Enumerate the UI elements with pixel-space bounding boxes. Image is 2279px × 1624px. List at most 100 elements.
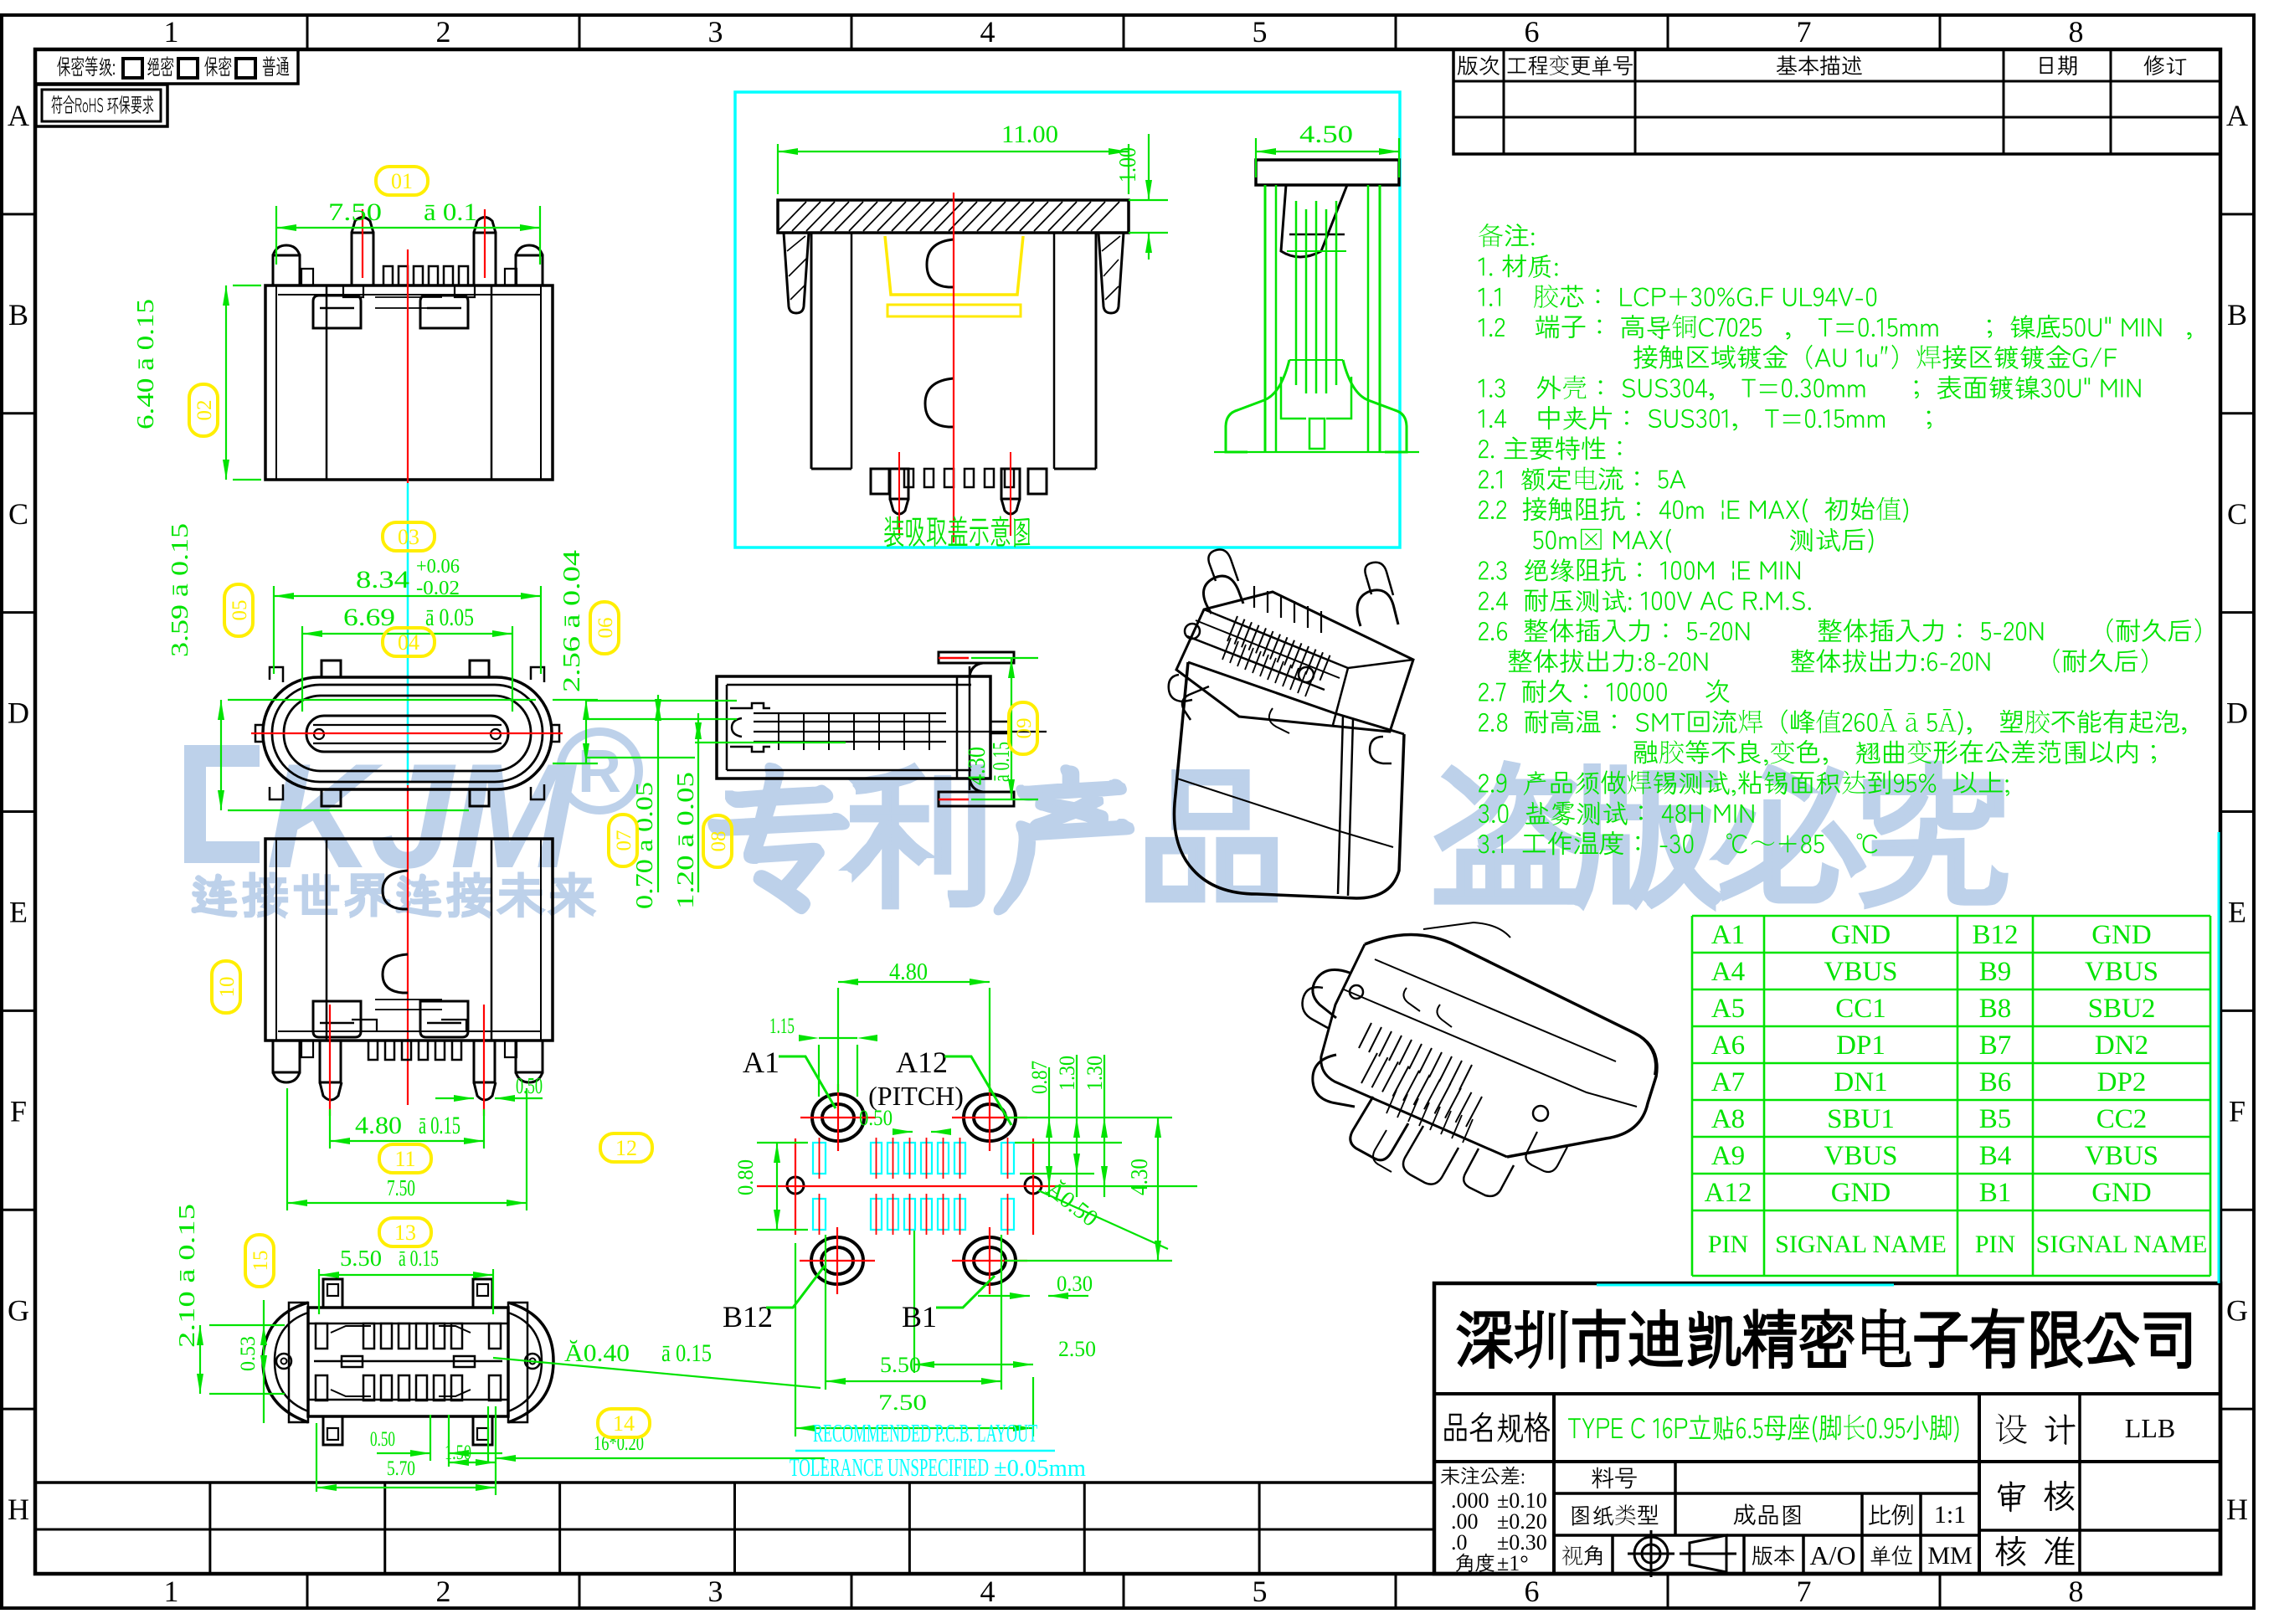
svg-text:±0.10: ±0.10 <box>1497 1488 1547 1513</box>
svg-text:SBU1: SBU1 <box>1827 1104 1895 1134</box>
svg-text:6.40 ā 0.15: 6.40 ā 0.15 <box>132 299 159 429</box>
svg-text:2.10 ā 0.15: 2.10 ā 0.15 <box>174 1204 199 1348</box>
svg-text:2.56 ā 0.04: 2.56 ā 0.04 <box>558 549 585 692</box>
svg-text:ā 0.15: ā 0.15 <box>419 1112 460 1139</box>
svg-text:4: 4 <box>980 15 995 49</box>
svg-text:01: 01 <box>391 169 413 193</box>
svg-text:8.34: 8.34 <box>356 566 409 594</box>
svg-text:GND: GND <box>1831 1178 1891 1208</box>
svg-text:-0.02: -0.02 <box>416 578 460 599</box>
svg-text:A12: A12 <box>1705 1178 1752 1208</box>
svg-text:08: 08 <box>707 831 730 852</box>
svg-text:.000: .000 <box>1451 1488 1489 1513</box>
svg-text:1.30: 1.30 <box>1055 1056 1079 1091</box>
svg-text:1: 1 <box>164 1575 179 1608</box>
svg-text:A/O: A/O <box>1809 1540 1855 1570</box>
svg-text:B4: B4 <box>1979 1141 2012 1171</box>
svg-text:1:1: 1:1 <box>1934 1501 1966 1529</box>
svg-text:5.70: 5.70 <box>387 1457 415 1480</box>
svg-text:B12: B12 <box>723 1300 773 1334</box>
svg-text:SIGNAL NAME: SIGNAL NAME <box>1775 1231 1947 1258</box>
svg-text:G: G <box>2226 1293 2248 1327</box>
svg-text:4.50: 4.50 <box>1299 121 1353 148</box>
svg-text:A9: A9 <box>1711 1141 1745 1171</box>
svg-text:B: B <box>8 298 28 331</box>
svg-text:A12: A12 <box>896 1046 948 1079</box>
svg-text:DP1: DP1 <box>1836 1030 1885 1061</box>
svg-text:SIGNAL NAME: SIGNAL NAME <box>2036 1231 2208 1258</box>
svg-text:6.69: 6.69 <box>343 604 395 631</box>
svg-text:PIN: PIN <box>1975 1231 2015 1258</box>
svg-text:A: A <box>8 99 29 132</box>
svg-text:±0.05mm: ±0.05mm <box>994 1456 1086 1482</box>
svg-text:D: D <box>2226 696 2248 730</box>
svg-text:CC2: CC2 <box>2096 1104 2148 1134</box>
svg-text:VBUS: VBUS <box>1824 1141 1897 1171</box>
svg-text:0.30: 0.30 <box>1057 1272 1093 1296</box>
svg-text:PIN: PIN <box>1708 1231 1748 1258</box>
svg-text:A1: A1 <box>1711 920 1745 950</box>
svg-text:0.50: 0.50 <box>516 1073 543 1098</box>
svg-text:RECOMMENDED P.C.B. LAYOUT: RECOMMENDED P.C.B. LAYOUT <box>813 1418 1037 1447</box>
svg-text:GND: GND <box>2091 920 2152 950</box>
svg-text:B7: B7 <box>1979 1030 2012 1061</box>
svg-text:A7: A7 <box>1711 1067 1745 1097</box>
svg-text:11: 11 <box>394 1147 415 1171</box>
svg-text:A: A <box>2226 99 2248 132</box>
svg-text:C: C <box>8 497 28 531</box>
svg-text:3: 3 <box>708 1575 723 1608</box>
svg-text:A8: A8 <box>1711 1104 1745 1134</box>
svg-text:GND: GND <box>2091 1178 2152 1208</box>
svg-text:7.50: 7.50 <box>878 1390 927 1415</box>
svg-text:B1: B1 <box>902 1300 937 1334</box>
svg-text:3: 3 <box>708 15 723 49</box>
svg-text:ā 0.1: ā 0.1 <box>424 198 477 226</box>
svg-text:VBUS: VBUS <box>2085 957 2158 987</box>
svg-text:1.20 ā 0.05: 1.20 ā 0.05 <box>672 772 699 909</box>
svg-text:DN1: DN1 <box>1834 1067 1887 1097</box>
svg-text:14: 14 <box>613 1411 635 1436</box>
svg-text:2.50: 2.50 <box>1058 1337 1096 1361</box>
svg-text:TOLERANCE UNSPECIFIED: TOLERANCE UNSPECIFIED <box>790 1452 989 1482</box>
svg-text:B9: B9 <box>1979 957 2012 987</box>
svg-text:DP2: DP2 <box>2097 1067 2147 1097</box>
svg-text:H: H <box>2226 1493 2248 1526</box>
svg-text:11.00: 11.00 <box>1001 121 1058 148</box>
svg-text:0.80: 0.80 <box>733 1159 758 1195</box>
svg-text:0.87: 0.87 <box>1027 1061 1052 1094</box>
svg-text:B6: B6 <box>1979 1067 2012 1097</box>
svg-text:5.50: 5.50 <box>880 1353 921 1377</box>
svg-text:±0.20: ±0.20 <box>1497 1509 1547 1534</box>
svg-text:G: G <box>8 1293 29 1327</box>
svg-text:Ă0.40: Ă0.40 <box>564 1339 630 1367</box>
svg-text:4: 4 <box>980 1575 995 1608</box>
svg-text:DN2: DN2 <box>2095 1030 2148 1061</box>
svg-text:B12: B12 <box>1972 920 2018 950</box>
svg-text:7: 7 <box>1797 1575 1812 1608</box>
svg-text:A6: A6 <box>1711 1030 1745 1061</box>
svg-text:09: 09 <box>1013 718 1036 739</box>
svg-text:10: 10 <box>216 977 239 998</box>
svg-text:5.50: 5.50 <box>340 1246 382 1271</box>
svg-text:VBUS: VBUS <box>2085 1141 2158 1171</box>
svg-text:6: 6 <box>1525 1575 1540 1608</box>
svg-text:A5: A5 <box>1711 994 1745 1024</box>
svg-text:B: B <box>2227 298 2247 331</box>
svg-text:E: E <box>9 896 28 929</box>
svg-text:B5: B5 <box>1979 1104 2012 1134</box>
svg-text:F: F <box>2229 1094 2246 1128</box>
svg-text:8: 8 <box>2069 1575 2084 1608</box>
svg-text:1.30: 1.30 <box>1083 1056 1107 1091</box>
svg-text:13: 13 <box>394 1221 416 1245</box>
svg-text:0.50: 0.50 <box>859 1106 893 1130</box>
svg-text:04: 04 <box>398 630 419 655</box>
svg-text:2: 2 <box>436 1575 451 1608</box>
svg-text:VBUS: VBUS <box>1824 957 1897 987</box>
svg-text:5: 5 <box>1253 15 1268 49</box>
svg-text:02: 02 <box>193 400 216 421</box>
svg-text:4.80: 4.80 <box>889 959 928 985</box>
svg-text:ā 0.15: ā 0.15 <box>399 1246 439 1271</box>
svg-text:±0.30: ±0.30 <box>1497 1530 1547 1555</box>
svg-text:GND: GND <box>1831 920 1891 950</box>
svg-text:A1: A1 <box>743 1046 779 1079</box>
